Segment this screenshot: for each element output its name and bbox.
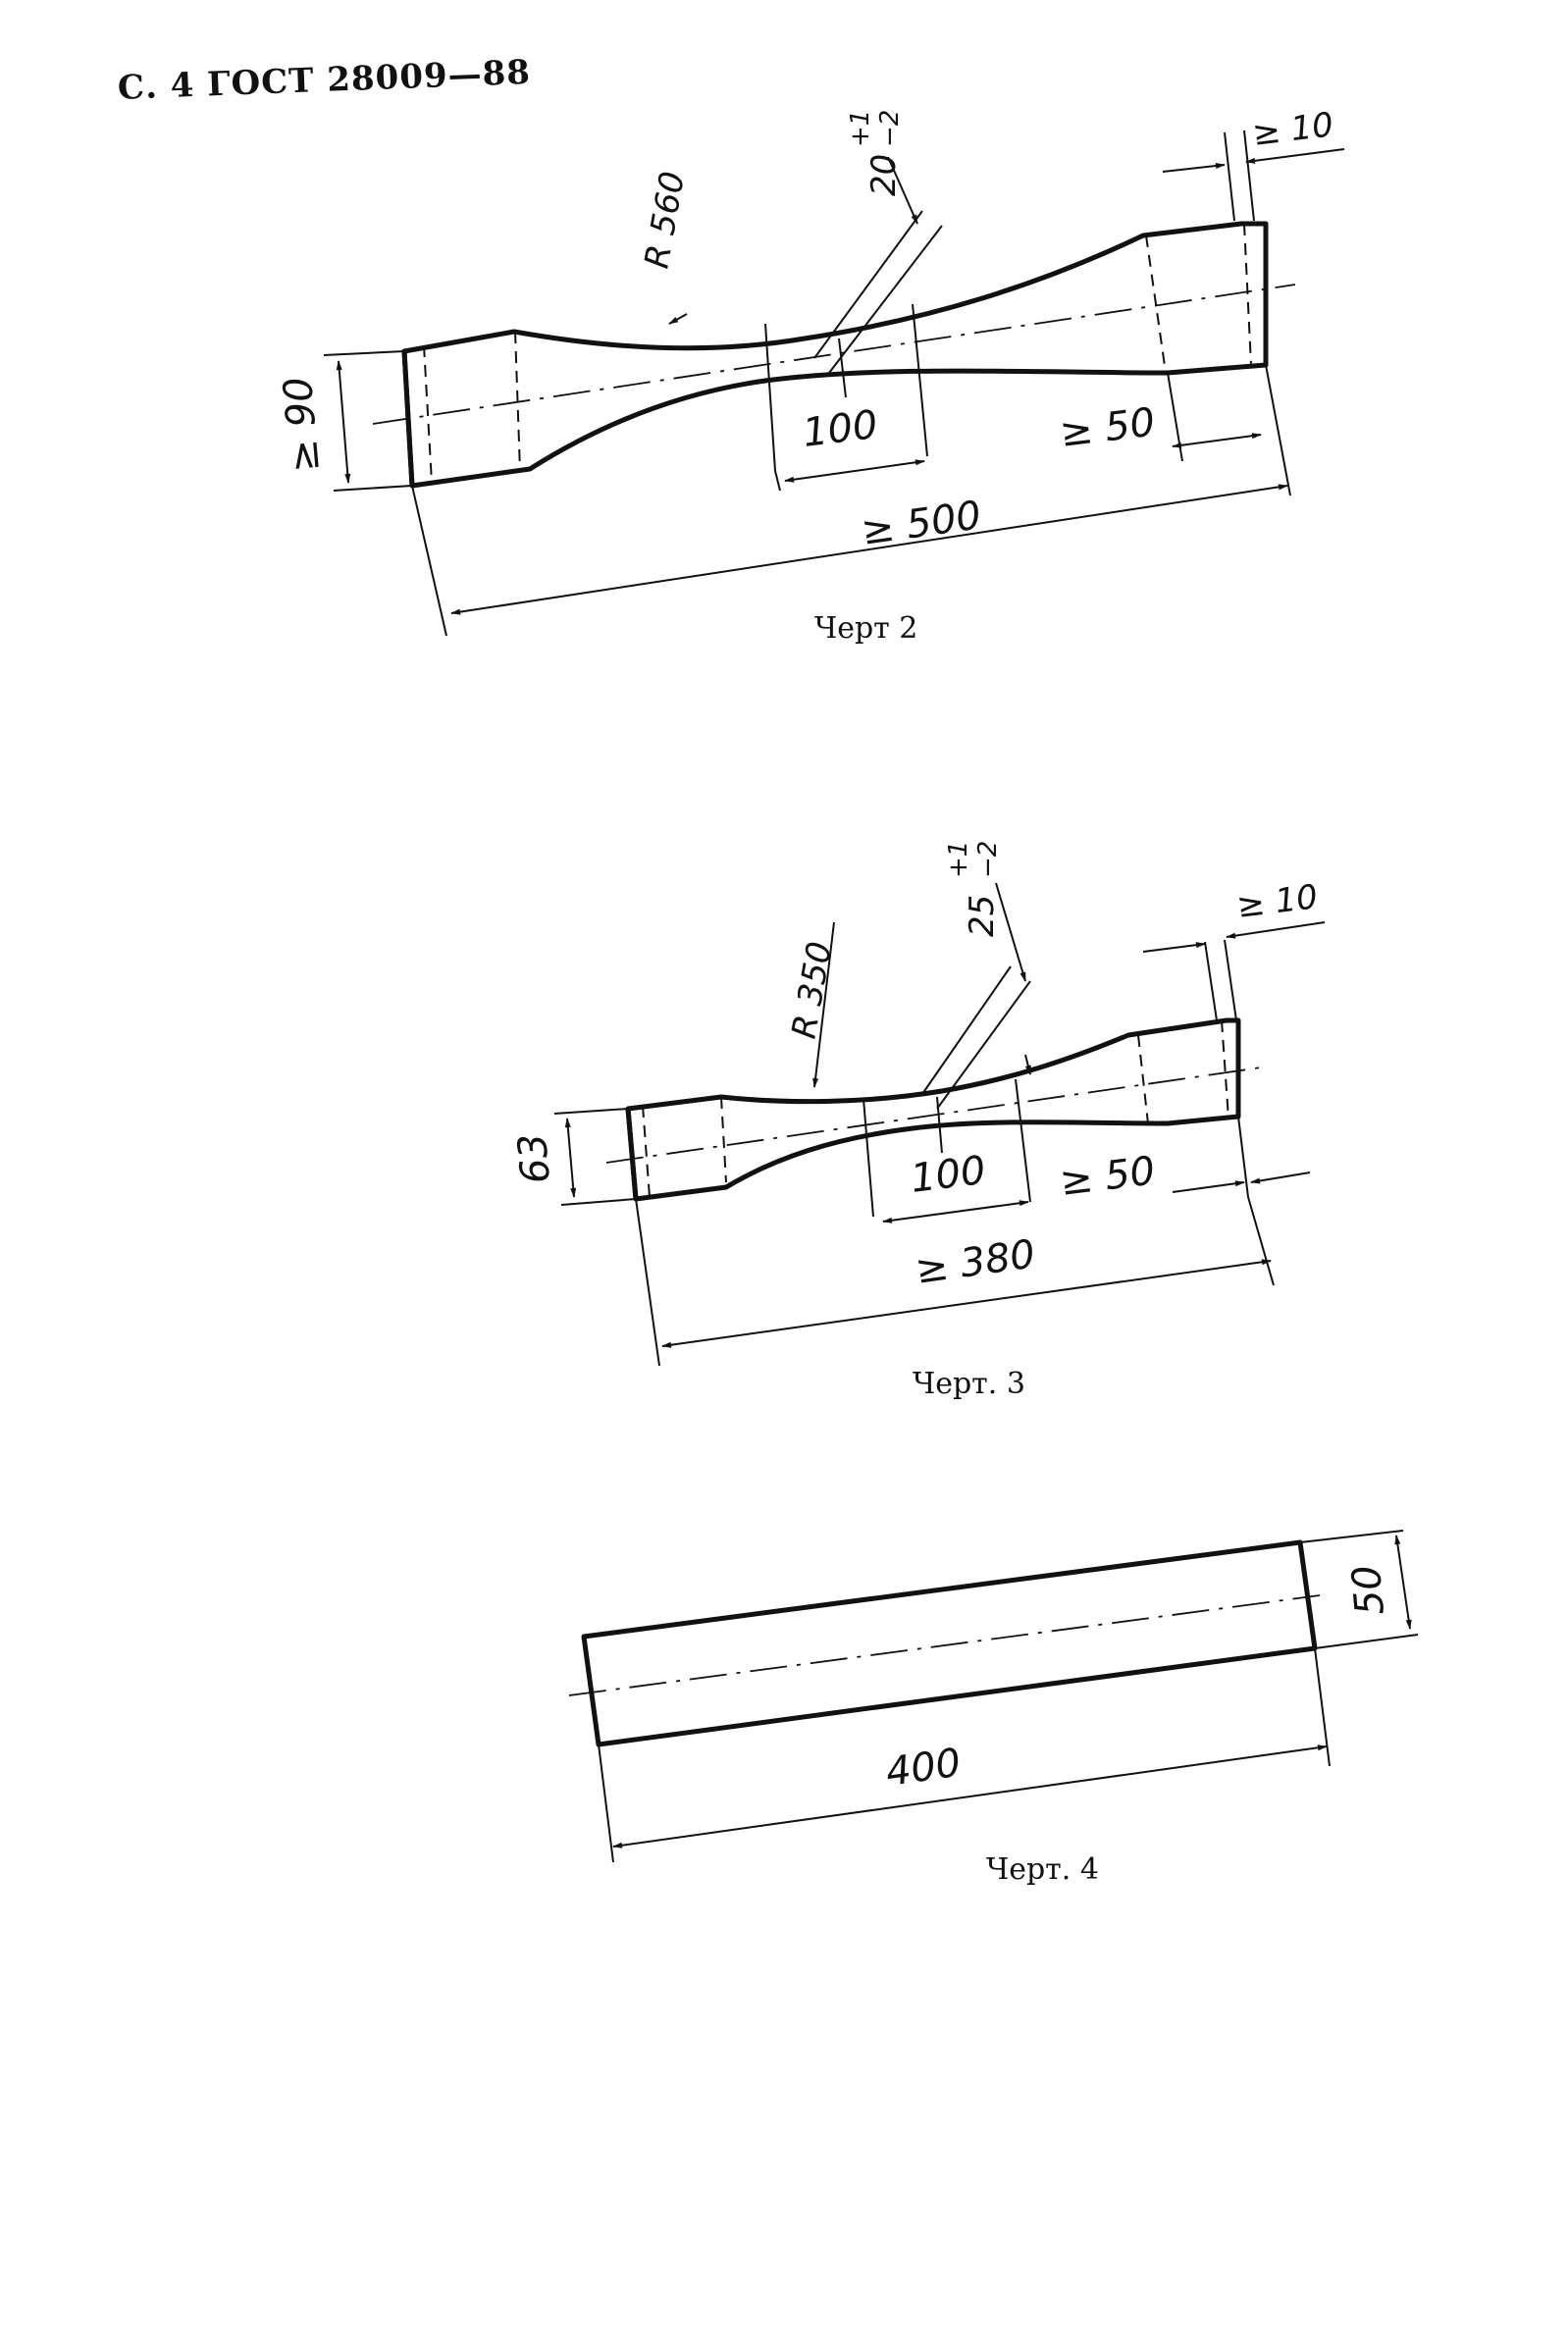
fig3-gap-label: ≥ 10 [1234,877,1320,926]
fig3-gauge-mark-left [862,1098,874,1218]
fig3-total-ext-right [1247,1196,1275,1286]
fig2-center-tick [838,338,847,398]
fig3-gauge-mark-right [1015,1078,1031,1203]
fig2-gap-arrow-right [1245,148,1345,164]
fig4-length-label: 400 [883,1741,964,1796]
fig3-height-dim [564,1118,577,1198]
fig3-height-ext-bottom [560,1198,637,1206]
fig2-gauge-dim [784,459,925,483]
fig3-total-ext-left [635,1198,660,1367]
fig2-height-ext-bottom [333,485,413,492]
fig4-height-label: 50 [1344,1563,1393,1617]
fig4-height-ext-bottom [1314,1634,1419,1649]
figure-4: 50 400 Черт. 4 [568,1530,1419,1887]
fig2-gauge-mark-left [764,323,776,472]
fig3-gap-ext-b [1224,939,1237,1021]
figure-3: R 350 25 +1 −2 ≥ 10 63 100 ≥ 50 ≥ 380 Че… [510,841,1326,1401]
fig4-length-dim [612,1744,1328,1848]
fig2-grip-ext [1167,372,1183,462]
fig2-total-ext-right [1265,364,1291,496]
fig3-grip-label: ≥ 50 [1058,1148,1158,1204]
fig3-width-arrow-b [1024,1054,1031,1075]
fig4-center-line [568,1594,1321,1696]
fig3-gap-arrow-left [1142,942,1206,953]
fig4-height-ext-top [1299,1530,1404,1543]
fig3-width-leader-a [936,980,1031,1110]
fig3-right-shoulder-line [1137,1034,1149,1124]
fig2-height-label: ≥ 90 [276,375,329,474]
fig2-total-ext-left [411,485,447,637]
fig3-radius-leader [812,921,835,1088]
fig4-strip-outline [581,1539,1318,1747]
fig2-grip-dim [1172,433,1262,448]
fig3-height-label: 63 [510,1131,559,1185]
fig2-gauge-mark-right [912,303,928,457]
fig3-left-shoulder-line [720,1096,727,1183]
fig3-left-edge [625,1108,639,1200]
fig2-gap-ext-b [1243,130,1255,222]
fig3-width-leader-b [921,965,1012,1095]
fig3-grip-arrow-right [1250,1172,1311,1184]
fig2-width-leader-b [813,210,923,359]
fig2-right-grip-line [1243,223,1252,366]
fig2-width-label: 20 [864,154,904,196]
fig2-gap-label: ≥ 10 [1250,105,1335,154]
fig2-grip-label: ≥ 50 [1058,399,1158,455]
fig2-radius-label: R 560 [637,169,693,272]
fig2-gap-arrow-left [1162,163,1226,173]
fig3-tol-minus: −2 [973,841,1003,878]
fig3-gap-arrow-right [1226,921,1326,939]
fig3-caption: Черт. 3 [913,1367,1025,1401]
fig3-radius-label: R 350 [784,939,840,1042]
fig2-tol-plus: +1 [846,110,875,147]
fig3-right-grip-line [1221,1019,1229,1119]
fig3-center-line [605,1067,1262,1164]
fig4-height-dim [1394,1535,1412,1630]
fig3-width-label: 25 [963,895,1002,937]
fig2-radius-leader [668,313,688,325]
fig2-gauge-label: 100 [801,402,880,456]
fig4-length-ext-left [598,1744,614,1863]
fig2-gap-ext-a [1224,131,1235,222]
fig3-grip-arrow-left [1172,1180,1245,1193]
fig2-width-arrow [887,156,918,225]
fig2-left-grip-line [423,344,433,484]
fig2-height-ext-top [323,350,405,356]
fig2-caption: Черт 2 [814,611,917,646]
fig3-grip-ext [1237,1116,1249,1198]
fig2-width-leader-a [828,225,943,374]
fig3-tol-plus: +1 [944,841,973,878]
fig3-total-label: ≥ 380 [913,1231,1038,1293]
fig3-width-arrow [995,882,1026,982]
fig3-gauge-label: 100 [909,1148,988,1202]
fig2-gauge-ext-left [774,470,781,492]
fig2-tol-minus: −2 [875,110,905,147]
fig2-height-dim [336,360,351,484]
fig3-left-grip-line [642,1105,651,1198]
fig2-total-dim [450,484,1288,615]
fig4-caption: Черт. 4 [986,1852,1099,1887]
figure-2: R 560 20 +1 −2 ≥ 10 ≥ 90 100 ≥ 50 ≥ 500 … [276,105,1345,646]
fig2-specimen-outline [401,221,1269,489]
fig2-center-line [372,284,1296,425]
fig3-gap-ext-a [1204,941,1218,1021]
fig3-gauge-dim [882,1200,1029,1224]
fig3-height-ext-top [553,1108,629,1115]
fig2-total-label: ≥ 500 [859,493,984,554]
fig3-total-dim [661,1259,1272,1348]
fig2-right-shoulder-line [1145,234,1167,374]
